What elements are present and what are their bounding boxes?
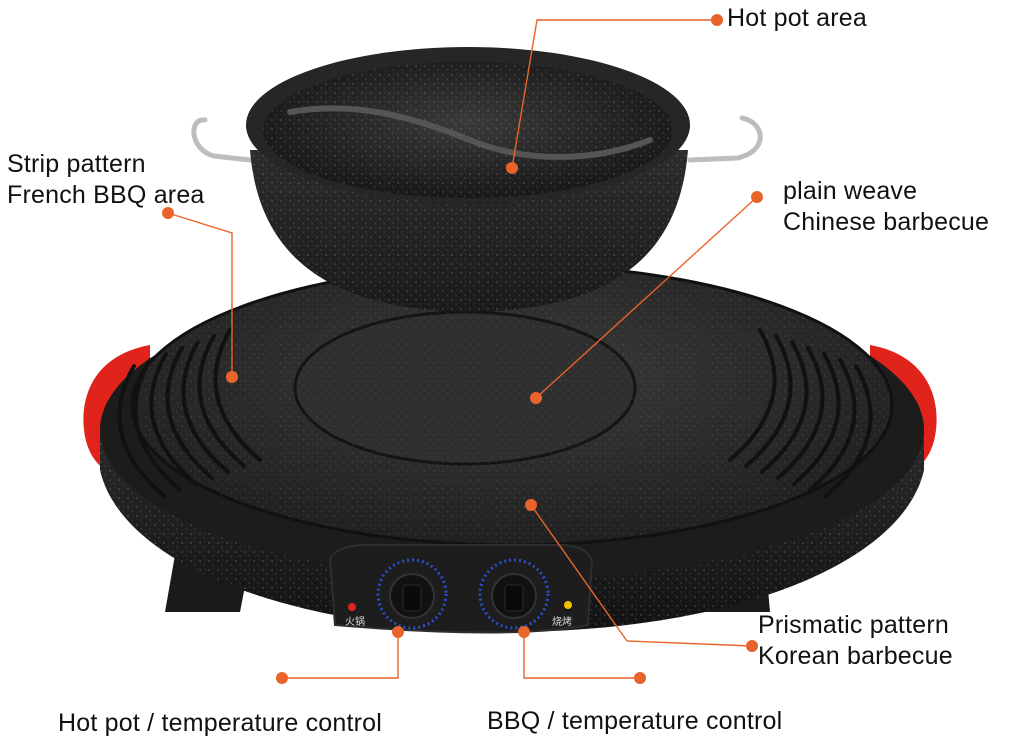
label-hot-pot-area: Hot pot area xyxy=(727,4,867,32)
label-prismatic-pattern-line1: Prismatic pattern xyxy=(758,611,949,639)
strip-pattern-dot xyxy=(226,371,238,383)
callout-dots xyxy=(162,14,763,684)
hot-pot-area-dot-end xyxy=(711,14,723,26)
bbq-knob[interactable] xyxy=(478,558,550,630)
grill-strip xyxy=(728,328,777,462)
grill-strip xyxy=(792,352,841,486)
grill-strip xyxy=(213,328,262,462)
label-hot-pot-control: Hot pot / temperature control xyxy=(58,709,383,737)
grill-strip xyxy=(808,358,857,492)
leader-lines xyxy=(167,19,758,679)
grill-strip xyxy=(181,340,230,474)
plain-weave-dot xyxy=(530,392,542,404)
grill-strip xyxy=(824,364,873,498)
control-panel: 火锅 烧烤 xyxy=(328,544,594,634)
label-prismatic-pattern-line2: Korean barbecue xyxy=(758,642,953,670)
hot-pot-control-dot xyxy=(392,626,404,638)
label-plain-weave: plain weave Chinese barbecue xyxy=(783,176,989,238)
label-plain-weave-line2: Chinese barbecue xyxy=(783,208,990,236)
grill-strip xyxy=(165,346,214,480)
bbq-control-dot xyxy=(518,626,530,638)
label-strip-pattern-line2: French BBQ area xyxy=(7,181,205,209)
label-plain-weave-line1: plain weave xyxy=(783,177,918,205)
grill-strip xyxy=(117,364,166,498)
label-prismatic-pattern: Prismatic pattern Korean barbecue xyxy=(758,610,953,672)
grill-strip xyxy=(197,334,246,468)
label-bbq-control: BBQ / temperature control xyxy=(487,707,783,735)
grill-strip xyxy=(760,340,809,474)
strip-pattern-dot-end xyxy=(162,207,174,219)
label-strip-pattern-line1: Strip pattern xyxy=(7,150,146,178)
grill-strip xyxy=(744,334,793,468)
grill-strip xyxy=(149,352,198,486)
bbq-control-dot-end xyxy=(634,672,646,684)
prismatic-pattern-dot xyxy=(525,499,537,511)
prismatic-pattern-dot-end xyxy=(746,640,758,652)
knob-label-left: 火锅 xyxy=(345,616,365,628)
power-indicator-left xyxy=(348,603,356,611)
hot-pot xyxy=(191,47,763,312)
plain-weave-dot-end xyxy=(751,191,763,203)
hot-pot-knob[interactable] xyxy=(376,558,448,630)
grill-plate xyxy=(117,263,894,547)
grill-strip xyxy=(133,358,182,492)
grill-strip xyxy=(776,346,825,480)
hot-pot-control-dot-end xyxy=(276,672,288,684)
hot-pot-area-dot xyxy=(506,162,518,174)
label-strip-pattern: Strip pattern French BBQ area xyxy=(7,149,205,211)
power-indicator-right xyxy=(564,601,572,609)
knob-label-right: 烧烤 xyxy=(552,615,572,628)
